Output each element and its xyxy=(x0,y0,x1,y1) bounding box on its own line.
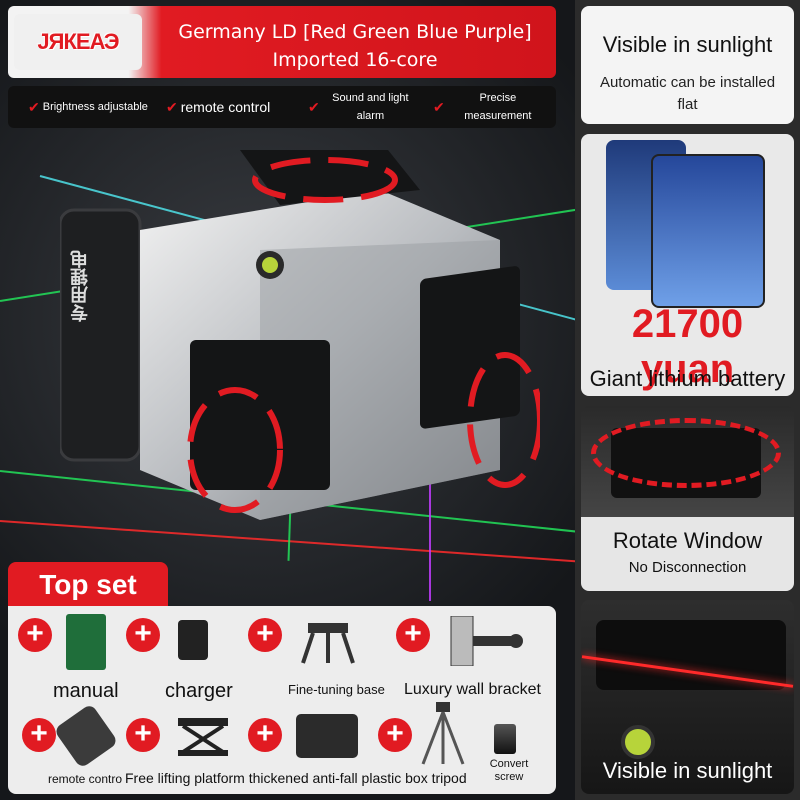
side-panel-title: 21700 yuan xyxy=(631,302,744,391)
check-icon: ✔ xyxy=(433,99,445,115)
plus-icon: + xyxy=(396,618,430,652)
plus-icon: + xyxy=(22,718,56,752)
window-icon xyxy=(596,620,786,690)
item-label-remote: remote contro xyxy=(48,772,123,786)
fine-tuning-base-icon xyxy=(298,618,358,668)
plus-icon: + xyxy=(378,718,412,752)
feature-alarm: ✔Sound and light alarm xyxy=(308,92,409,122)
side-panel-subtitle: Automatic can be installed flat xyxy=(599,74,776,113)
item-label-wall-bracket: Luxury wall bracket xyxy=(404,681,541,698)
feature-remote: ✔remote control xyxy=(166,98,271,116)
bubble-level-icon xyxy=(621,725,655,759)
check-icon: ✔ xyxy=(308,99,320,115)
side-panel-title: Rotate Window xyxy=(612,528,763,553)
wall-bracket-icon xyxy=(446,615,526,667)
battery-label: 专用锂电 xyxy=(70,250,91,322)
item-label-platform-box-tripod: Free lifting platform thickened anti-fal… xyxy=(125,770,467,786)
feature-bar: ✔Brightness adjustable ✔remote control ✔… xyxy=(8,86,556,128)
side-panel-title: Visible in sunlight xyxy=(602,32,773,57)
item-label-manual: manual xyxy=(53,680,119,702)
charger-icon xyxy=(178,620,208,660)
laser-level-device xyxy=(60,150,540,520)
plus-icon: + xyxy=(126,718,160,752)
brand-logo: ЈЯКЕАЭ xyxy=(14,14,142,70)
top-set-panel: + manual + charger + Fine-tuning base + … xyxy=(8,606,556,794)
feature-brightness: ✔Brightness adjustable xyxy=(28,98,148,115)
check-icon: ✔ xyxy=(28,98,40,115)
remote-control-icon xyxy=(53,703,119,769)
lifting-platform-icon xyxy=(173,718,233,758)
item-label-convert-screw: Convert screw xyxy=(489,758,529,783)
side-panel-title: Visible in sunlight xyxy=(602,758,773,783)
plus-icon: + xyxy=(248,618,282,652)
side-panel-battery: 21700 yuan Giant lithium battery xyxy=(581,134,794,396)
side-panel-sunlight: Visible in sunlight Automatic can be ins… xyxy=(581,6,794,124)
plus-icon: + xyxy=(248,718,282,752)
check-icon: ✔ xyxy=(166,98,178,115)
plastic-box-icon xyxy=(296,714,358,758)
plus-icon: + xyxy=(18,618,52,652)
side-panel-sunlight-bottom: Visible in sunlight xyxy=(581,600,794,794)
item-label-charger: charger xyxy=(165,680,233,702)
top-set-title: Top set xyxy=(8,562,168,608)
plus-icon: + xyxy=(126,618,160,652)
item-label-fine-tuning-base: Fine-tuning base xyxy=(288,682,385,697)
convert-screw-icon xyxy=(494,724,516,754)
manual-booklet-icon xyxy=(66,614,106,670)
side-panel-subtitle: No Disconnection xyxy=(628,559,747,576)
tripod-icon xyxy=(418,702,468,766)
battery-cell-icon xyxy=(651,154,765,308)
side-panel-rotate-window: Rotate Window No Disconnection xyxy=(581,406,794,591)
feature-precision: ✔Precise measurement xyxy=(433,92,532,122)
headline: Germany LD [Red Green Blue Purple] Impor… xyxy=(178,21,532,71)
side-panel-subtitle: Giant lithium battery xyxy=(589,366,786,391)
rotate-arrow-icon xyxy=(591,418,781,488)
